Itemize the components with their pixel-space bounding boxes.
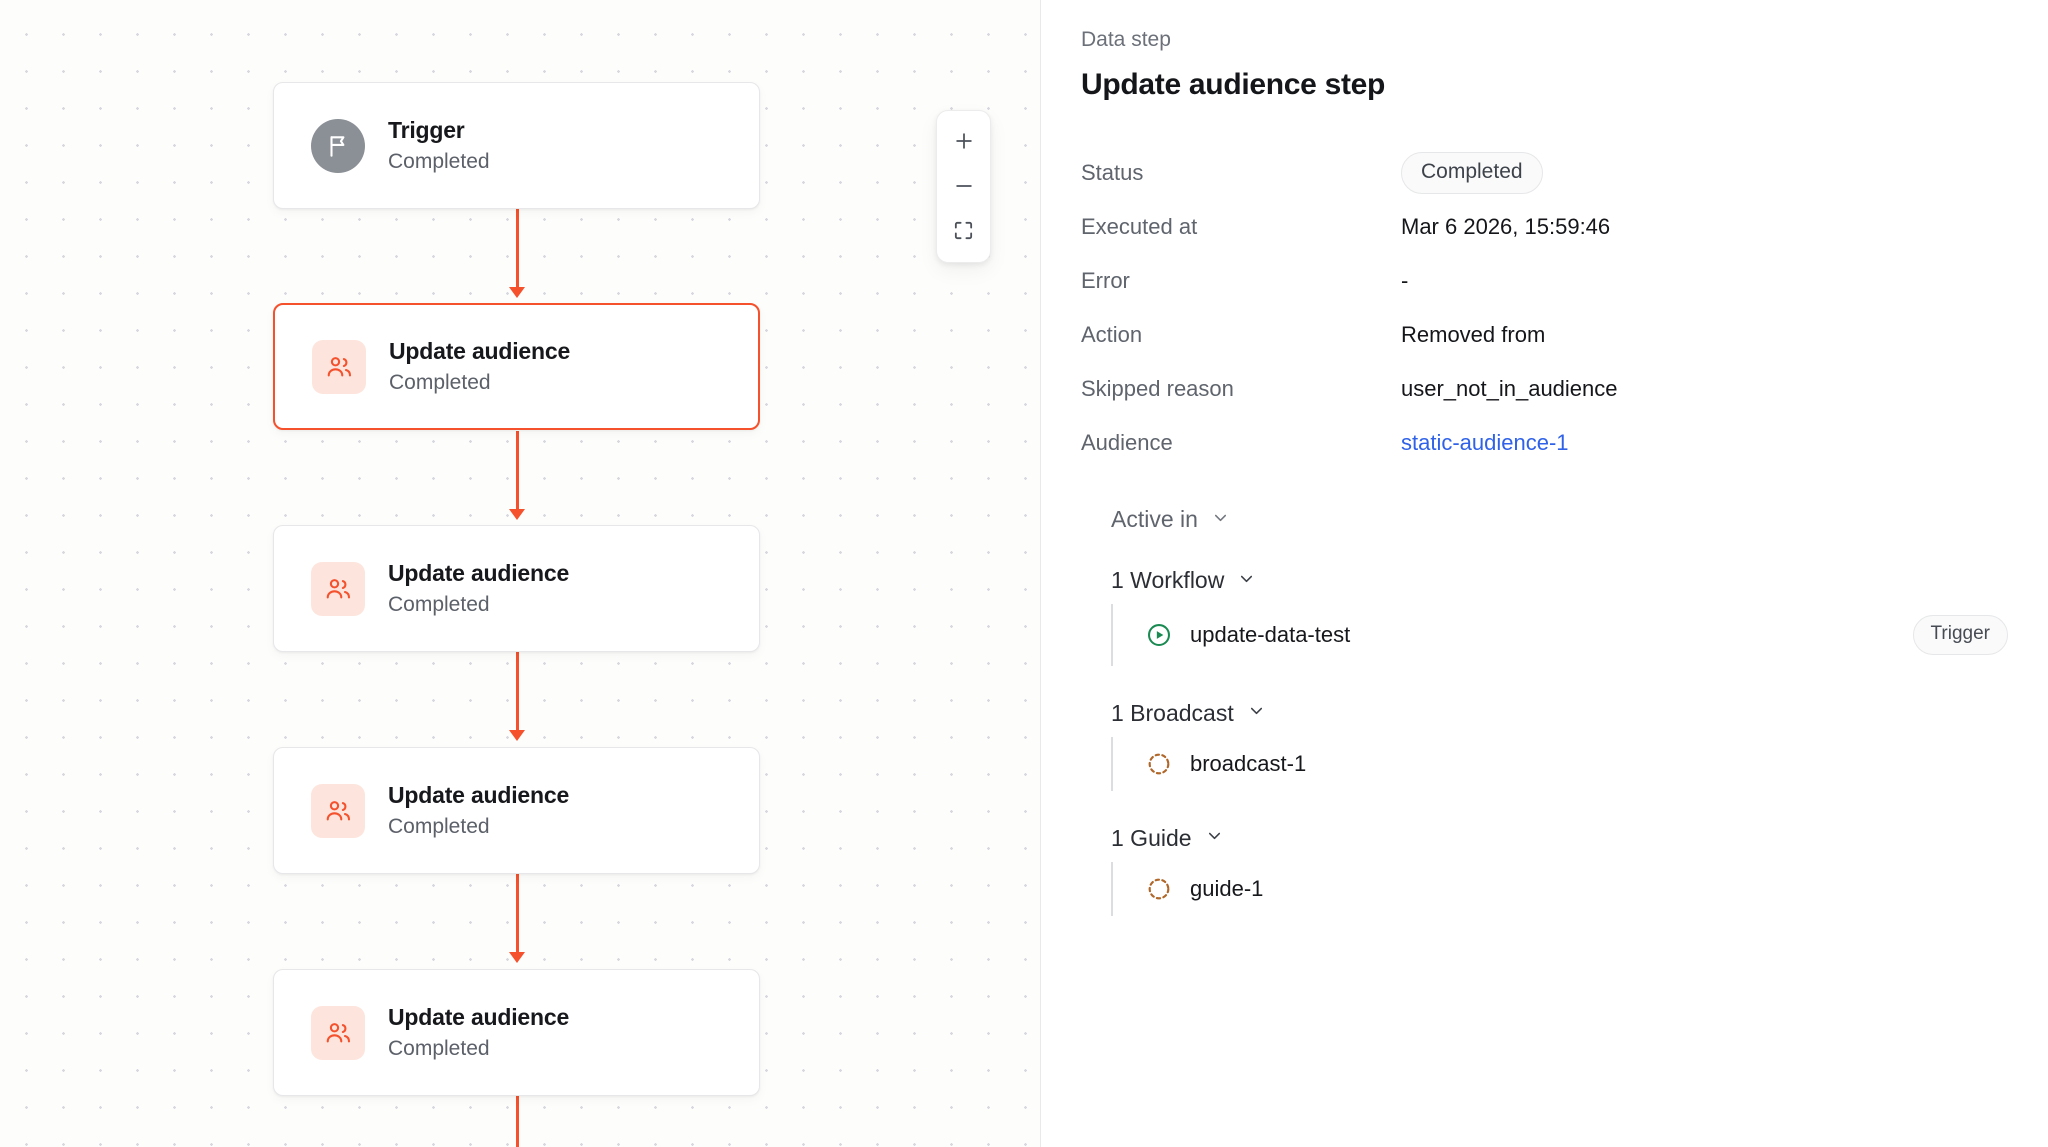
connector-line-3 bbox=[516, 652, 519, 734]
detail-row-error: Error - bbox=[1081, 254, 2008, 308]
detail-value: Mar 6 2026, 15:59:46 bbox=[1401, 214, 1611, 239]
detail-row-action: Action Removed from bbox=[1081, 308, 2008, 362]
active-in-label: Active in bbox=[1111, 506, 1198, 532]
group-items: broadcast-1 bbox=[1111, 736, 2008, 791]
list-item[interactable]: update-data-test Trigger bbox=[1111, 604, 2008, 666]
node-status: Completed bbox=[388, 1036, 490, 1060]
connector-arrow-1 bbox=[509, 287, 525, 298]
connector-arrow-2 bbox=[509, 509, 525, 520]
detail-label: Executed at bbox=[1081, 214, 1198, 239]
connector-line-5 bbox=[516, 1096, 519, 1147]
audience-icon bbox=[312, 339, 366, 394]
audience-icon bbox=[311, 561, 365, 616]
chevron-down-icon bbox=[1211, 508, 1230, 532]
zoom-controls bbox=[936, 110, 991, 263]
fit-view-button[interactable] bbox=[936, 208, 991, 253]
detail-value: Removed from bbox=[1401, 322, 1546, 347]
detail-label: Action bbox=[1081, 322, 1143, 347]
list-item-label: guide-1 bbox=[1190, 875, 1264, 901]
workflow-node-update-audience-3[interactable]: Update audience Completed bbox=[273, 747, 760, 874]
group-toggle-workflow[interactable]: 1 Workflow bbox=[1111, 567, 2008, 594]
panel-kicker: Data step bbox=[1081, 28, 1171, 51]
connector-arrow-4 bbox=[509, 952, 525, 963]
chevron-down-icon bbox=[1237, 569, 1256, 593]
detail-label: Audience bbox=[1081, 430, 1173, 455]
detail-row-audience: Audience static-audience-1 bbox=[1081, 416, 2008, 470]
step-detail-panel: Data step Update audience step Status Co… bbox=[1041, 0, 2048, 1147]
chevron-down-icon bbox=[1205, 826, 1224, 850]
detail-value: user_not_in_audience bbox=[1401, 376, 1618, 401]
zoom-out-button[interactable] bbox=[936, 163, 991, 208]
group-toggle-broadcast[interactable]: 1 Broadcast bbox=[1111, 700, 2008, 727]
group-label: 1 Guide bbox=[1111, 824, 1192, 851]
node-title: Trigger bbox=[388, 117, 465, 143]
active-in-group-guide: 1 Guide guide-1 bbox=[1111, 825, 2008, 916]
fit-screen-icon bbox=[952, 219, 975, 242]
chevron-down-icon bbox=[1247, 701, 1266, 725]
connector-line-2 bbox=[516, 431, 519, 513]
audience-link[interactable]: static-audience-1 bbox=[1401, 430, 1569, 455]
dashed-circle-icon bbox=[1146, 751, 1172, 777]
active-in-group-workflow: 1 Workflow bbox=[1111, 567, 2008, 666]
detail-value: - bbox=[1401, 268, 1409, 293]
detail-label: Skipped reason bbox=[1081, 376, 1234, 401]
page-title: Update audience step bbox=[1081, 68, 1386, 101]
active-in-section: Active in 1 Workflow bbox=[1081, 506, 2008, 916]
trigger-badge: Trigger bbox=[1912, 615, 2008, 655]
detail-row-skipped-reason: Skipped reason user_not_in_audience bbox=[1081, 362, 2008, 416]
audience-icon bbox=[311, 783, 365, 838]
node-status: Completed bbox=[388, 814, 490, 838]
active-in-toggle[interactable]: Active in bbox=[1111, 506, 2008, 533]
minus-icon bbox=[953, 175, 975, 197]
group-label: 1 Broadcast bbox=[1111, 699, 1234, 726]
node-status: Completed bbox=[388, 149, 490, 173]
connector-arrow-3 bbox=[509, 730, 525, 741]
flag-icon bbox=[311, 118, 365, 173]
status-badge: Completed bbox=[1401, 151, 1543, 195]
detail-row-status: Status Completed bbox=[1081, 146, 2008, 200]
node-status: Completed bbox=[388, 592, 490, 616]
node-status: Completed bbox=[389, 370, 491, 394]
audience-icon bbox=[311, 1005, 365, 1060]
list-item-label: update-data-test bbox=[1190, 621, 1351, 647]
node-title: Update audience bbox=[389, 338, 571, 364]
node-title: Update audience bbox=[388, 1004, 570, 1030]
dashed-circle-icon bbox=[1146, 876, 1172, 902]
workflow-node-update-audience-1[interactable]: Update audience Completed bbox=[273, 303, 760, 430]
workflow-node-trigger[interactable]: Trigger Completed bbox=[273, 82, 760, 209]
node-title: Update audience bbox=[388, 560, 570, 586]
group-label: 1 Workflow bbox=[1111, 567, 1225, 593]
active-in-group-broadcast: 1 Broadcast broadcast-1 bbox=[1111, 700, 2008, 791]
workflow-play-icon bbox=[1146, 622, 1172, 648]
group-items: update-data-test Trigger bbox=[1111, 604, 2008, 666]
list-item[interactable]: broadcast-1 bbox=[1111, 736, 2008, 791]
plus-icon bbox=[953, 130, 975, 152]
workflow-node-update-audience-4[interactable]: Update audience Completed bbox=[273, 969, 760, 1096]
workflow-node-update-audience-2[interactable]: Update audience Completed bbox=[273, 525, 760, 652]
group-toggle-guide[interactable]: 1 Guide bbox=[1111, 825, 2008, 852]
list-item-label: broadcast-1 bbox=[1190, 750, 1307, 776]
detail-label: Status bbox=[1081, 160, 1144, 185]
list-item[interactable]: guide-1 bbox=[1111, 861, 2008, 916]
workflow-canvas[interactable]: Trigger Completed Update audience Comple… bbox=[0, 0, 1041, 1147]
connector-line-1 bbox=[516, 209, 519, 291]
connector-line-4 bbox=[516, 874, 519, 956]
zoom-in-button[interactable] bbox=[936, 118, 991, 163]
node-title: Update audience bbox=[388, 782, 570, 808]
group-items: guide-1 bbox=[1111, 861, 2008, 916]
detail-label: Error bbox=[1081, 268, 1130, 293]
detail-row-executed-at: Executed at Mar 6 2026, 15:59:46 bbox=[1081, 200, 2008, 254]
